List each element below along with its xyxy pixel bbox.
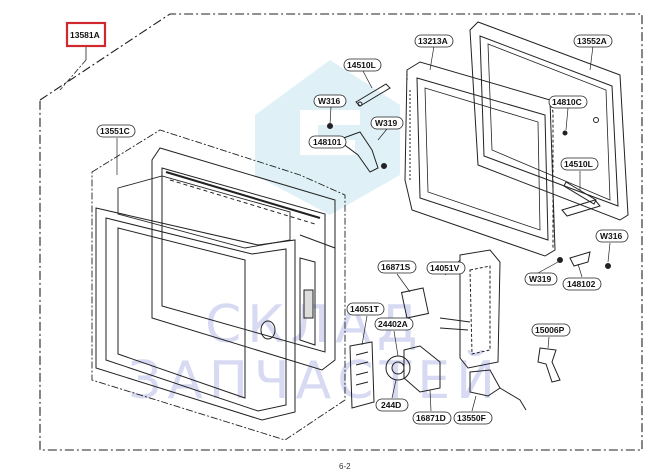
latch-board-14051V	[439, 249, 501, 369]
watermark: СКЛАД ЗАПЧАСТЕЙ	[128, 60, 501, 411]
callout-labels: 13581A 13213A 13552A 14510L W316 W319 14…	[65, 21, 629, 425]
callout-13581A: 13581A	[70, 30, 100, 40]
choke-frame	[469, 21, 629, 221]
callout-24402A: 24402A	[378, 319, 408, 329]
callout-16871D: 16871D	[416, 413, 446, 423]
assembly-boundary	[39, 13, 643, 451]
door-body	[404, 61, 556, 257]
callout-16871S: 16871S	[381, 262, 411, 272]
callout-148102: 148102	[567, 279, 596, 289]
callout-14510L-top: 14510L	[347, 60, 376, 70]
callout-148101: 148101	[313, 137, 342, 147]
callout-244D: 244D	[381, 400, 401, 410]
callout-13213A: 13213A	[418, 36, 448, 46]
callout-13551C: 13551C	[100, 126, 130, 136]
page-number: 6-2	[339, 462, 351, 470]
callout-14510L-right: 14510L	[564, 159, 593, 169]
callout-14810C: 14810C	[552, 97, 582, 107]
hinge-left	[327, 83, 391, 173]
callout-W319-left: W319	[375, 118, 397, 128]
callout-13552A: 13552A	[577, 36, 607, 46]
callout-13550F: 13550F	[457, 413, 486, 423]
callout-W316-right: W316	[600, 231, 622, 241]
hinge-right	[557, 117, 611, 269]
callout-14051V: 14051V	[430, 263, 460, 273]
door-frame	[151, 147, 336, 371]
callout-15006P: 15006P	[535, 325, 565, 335]
callout-W319-right: W319	[529, 274, 551, 284]
watermark-text-line2: ЗАПЧАСТЕЙ	[128, 350, 501, 411]
callout-13581A-box[interactable]	[65, 21, 107, 48]
door-assembly-boundary	[91, 129, 346, 441]
callout-14051T: 14051T	[350, 304, 380, 314]
callout-W316-left: W316	[318, 96, 340, 106]
switch-assembly	[349, 287, 561, 411]
